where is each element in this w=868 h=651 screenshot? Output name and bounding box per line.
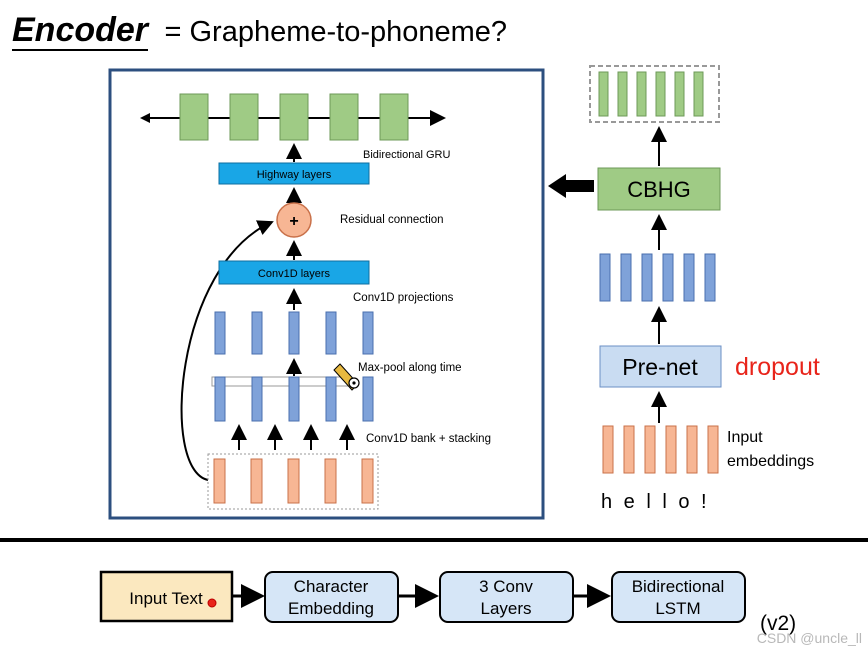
- title-suffix: = Grapheme-to-phoneme?: [164, 16, 508, 48]
- gru-block: [329, 93, 359, 141]
- orange-bar: [707, 425, 719, 474]
- prenet-output-bars: [599, 253, 716, 302]
- prenet-box-label: Pre-net: [622, 354, 698, 380]
- orange-bar: [287, 458, 300, 504]
- pipeline-bilstm-box: [611, 571, 746, 623]
- cbhg-input-bars: [213, 458, 374, 504]
- pipeline-bilstm-line1: Bidirectional: [632, 577, 725, 596]
- orange-bar: [623, 425, 635, 474]
- blue-bar: [214, 376, 226, 422]
- gru-blocks: [179, 93, 409, 141]
- blue-bar: [251, 376, 263, 422]
- orange-bar: [361, 458, 374, 504]
- green-bar: [655, 71, 666, 117]
- green-bar: [617, 71, 628, 117]
- pipeline-bilstm-line2: LSTM: [655, 599, 700, 618]
- gru-block: [379, 93, 409, 141]
- input-embeddings-label-1: Input: [727, 429, 763, 446]
- residual-plus-circle: [276, 202, 312, 238]
- gru-block: [229, 93, 259, 141]
- input-embedding-bars: [602, 425, 719, 474]
- expand-arrow-icon: [548, 174, 594, 198]
- encoder-output-bars: [598, 71, 704, 117]
- input-to-bank-arrows: [231, 424, 355, 450]
- input-dashed-box: [207, 453, 379, 510]
- residual-connection-label: Residual connection: [340, 214, 444, 226]
- blue-bar: [641, 253, 653, 302]
- page-title: Encoder = Grapheme-to-phoneme?: [12, 10, 572, 56]
- pipeline-char-embedding-line1: Character: [294, 577, 369, 596]
- conv1d-projections-label: Conv1D projections: [353, 292, 454, 304]
- green-bar: [598, 71, 609, 117]
- green-bar: [693, 71, 704, 117]
- highway-layers-box: [218, 162, 370, 185]
- residual-plus-sign: +: [289, 213, 298, 230]
- orange-bar: [250, 458, 263, 504]
- conv-bank-bars: [214, 376, 374, 422]
- blue-bar: [599, 253, 611, 302]
- highway-layers-label: Highway layers: [257, 169, 332, 181]
- watermark: CSDN @uncle_ll: [757, 630, 862, 646]
- input-embeddings-label-2: embeddings: [727, 453, 814, 470]
- prenet-box: [599, 345, 722, 388]
- bidirectional-gru-label: Bidirectional GRU: [363, 149, 450, 161]
- blue-bar: [251, 311, 263, 355]
- blue-bar: [288, 311, 300, 355]
- pipeline-input-text-label: Input Text: [129, 589, 203, 608]
- section-divider: [0, 538, 868, 542]
- version-label: (v2): [760, 612, 796, 635]
- blue-bar: [683, 253, 695, 302]
- pipeline-input-text-box: [99, 570, 234, 623]
- dropout-label: dropout: [735, 353, 820, 381]
- blue-bar: [620, 253, 632, 302]
- green-bar: [636, 71, 647, 117]
- output-dashed-box: [589, 65, 720, 123]
- blue-bar: [288, 376, 300, 422]
- cbhg-box: [597, 167, 721, 211]
- pipeline-conv-layers-line1: 3 Conv: [479, 577, 533, 596]
- max-pool-label: Max-pool along time: [358, 362, 462, 374]
- cbhg-box-label: CBHG: [627, 177, 691, 202]
- blue-bar: [704, 253, 716, 302]
- blue-bar: [325, 376, 337, 422]
- green-bar: [674, 71, 685, 117]
- conv1d-layers-box: [218, 260, 370, 285]
- pipeline-conv-layers-line2: Layers: [480, 599, 531, 618]
- cursor-dot-icon: [207, 598, 217, 608]
- blue-bar: [662, 253, 674, 302]
- gru-left-arrowhead: [140, 113, 150, 123]
- maxpool-output-bars: [214, 311, 374, 355]
- blue-bar: [214, 311, 226, 355]
- gru-block: [179, 93, 209, 141]
- residual-skip-arrow: [180, 220, 274, 481]
- orange-bar: [644, 425, 656, 474]
- pipeline: Input Text Character Embedding 3 Conv La…: [99, 570, 746, 623]
- pencil-cursor-icon: [333, 363, 360, 391]
- orange-bar: [324, 458, 337, 504]
- input-characters: h e l l o !: [601, 491, 710, 513]
- blue-bar: [362, 311, 374, 355]
- orange-bar: [213, 458, 226, 504]
- conv1d-bank-label: Conv1D bank + stacking: [366, 433, 491, 445]
- blue-bar: [325, 311, 337, 355]
- blue-bar: [362, 376, 374, 422]
- cbhg-frame: [108, 68, 545, 520]
- conv1d-layers-label: Conv1D layers: [258, 268, 331, 280]
- orange-bar: [665, 425, 677, 474]
- title-encoder: Encoder: [12, 11, 149, 51]
- orange-bar: [686, 425, 698, 474]
- gru-block: [279, 93, 309, 141]
- orange-bar: [602, 425, 614, 474]
- pipeline-char-embedding-line2: Embedding: [288, 599, 374, 618]
